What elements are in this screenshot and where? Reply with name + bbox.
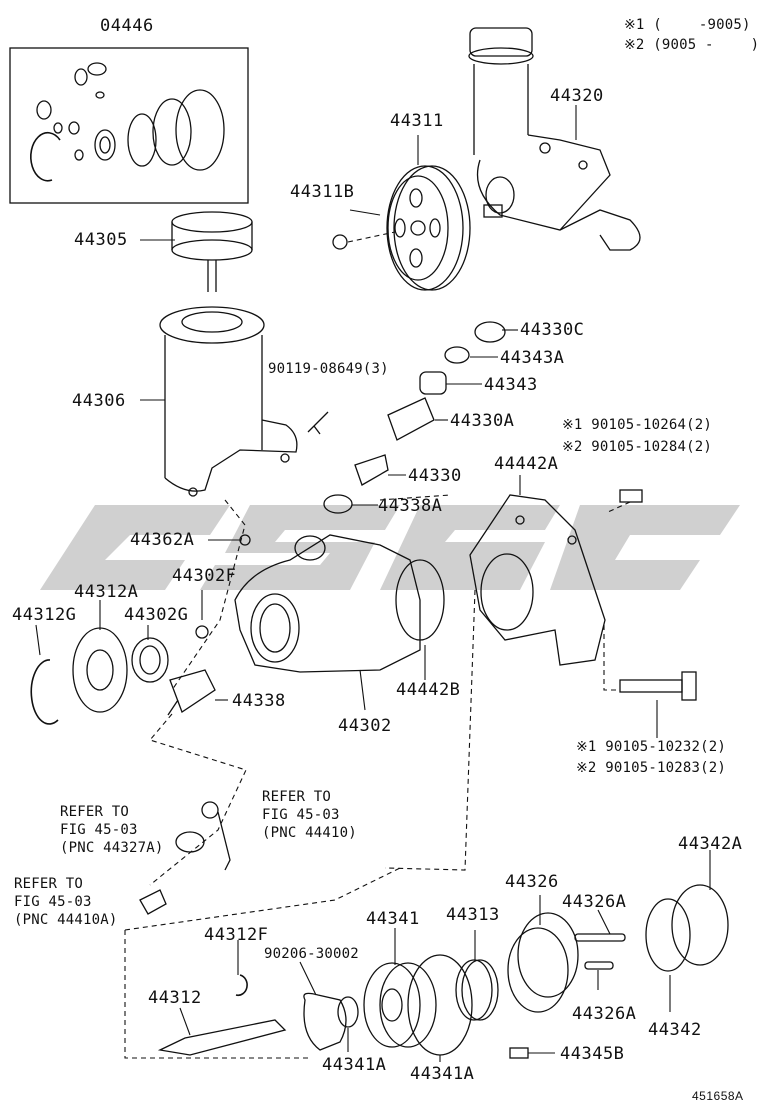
part-label-44306[interactable]: 44306	[72, 391, 126, 411]
refer-note-44410[interactable]: REFER TO FIG 45-03 (PNC 44410)	[262, 790, 357, 840]
leader-lines	[35, 105, 711, 1062]
part-label-44312f[interactable]: 44312F	[204, 925, 269, 945]
part-label-44330c[interactable]: 44330C	[520, 320, 585, 340]
part-label-bolt-upper-2[interactable]: ※2 90105-10284(2)	[562, 439, 712, 455]
model-note-2: ※2 (9005 - )	[624, 37, 760, 53]
part-label-44330[interactable]: 44330	[408, 466, 462, 486]
part-label-44338[interactable]: 44338	[232, 691, 286, 711]
part-label-44311[interactable]: 44311	[390, 111, 444, 131]
pump-assembly	[468, 27, 641, 251]
part-label-44330a[interactable]: 44330A	[450, 411, 515, 431]
seal-kit-box	[9, 47, 249, 204]
part-label-44313[interactable]: 44313	[446, 905, 500, 925]
pump-housing	[234, 534, 445, 673]
refer-line: REFER TO	[262, 789, 332, 805]
connector-lines	[124, 494, 476, 1059]
part-label-44326[interactable]: 44326	[505, 872, 559, 892]
part-label-44341[interactable]: 44341	[366, 909, 420, 929]
pulley	[332, 165, 471, 291]
part-label-bolt-lower-1[interactable]: ※1 90105-10232(2)	[576, 739, 726, 755]
refer-note-44327a[interactable]: REFER TO FIG 45-03 (PNC 44327A)	[60, 805, 164, 855]
part-label-44305[interactable]: 44305	[74, 230, 128, 250]
refer-line: REFER TO	[14, 876, 84, 892]
part-label-44345b[interactable]: 44345B	[560, 1044, 625, 1064]
part-label-44311b[interactable]: 44311B	[290, 182, 355, 202]
part-label-44312g[interactable]: 44312G	[12, 605, 77, 625]
part-label-44302[interactable]: 44302	[338, 716, 392, 736]
part-label-44320[interactable]: 44320	[550, 86, 604, 106]
flow-valve-parts	[307, 321, 506, 514]
pump-bracket	[469, 489, 697, 701]
part-label-44326a-upper[interactable]: 44326A	[562, 892, 627, 912]
part-label-90119[interactable]: 90119-08649(3)	[268, 361, 389, 377]
part-label-44442a[interactable]: 44442A	[494, 454, 559, 474]
refer-line: (PNC 44327A)	[60, 840, 164, 856]
part-label-44343a[interactable]: 44343A	[500, 348, 565, 368]
part-label-bolt-lower-2[interactable]: ※2 90105-10283(2)	[576, 760, 726, 776]
model-note-1: ※1 ( -9005)	[624, 17, 751, 33]
reservoir	[159, 211, 298, 497]
part-label-04446[interactable]: 04446	[100, 16, 154, 36]
refer-line: FIG 45-03	[262, 807, 340, 823]
refer-line: (PNC 44410)	[262, 825, 357, 841]
part-label-44302f[interactable]: 44302F	[172, 566, 237, 586]
drawing-number: 451658A	[692, 1089, 744, 1103]
refer-line: (PNC 44410A)	[14, 912, 118, 928]
part-label-44326a-lower[interactable]: 44326A	[572, 1004, 637, 1024]
part-label-44312a[interactable]: 44312A	[74, 582, 139, 602]
part-label-44342[interactable]: 44342	[648, 1020, 702, 1040]
refer-note-44410a[interactable]: REFER TO FIG 45-03 (PNC 44410A)	[14, 877, 118, 927]
watermark-logo	[40, 505, 740, 590]
part-label-bolt-upper-1[interactable]: ※1 90105-10264(2)	[562, 417, 712, 433]
part-label-44362a[interactable]: 44362A	[130, 530, 195, 550]
part-label-44338a[interactable]: 44338A	[378, 496, 443, 516]
part-label-44343[interactable]: 44343	[484, 375, 538, 395]
part-label-44342a[interactable]: 44342A	[678, 834, 743, 854]
part-label-44302g[interactable]: 44302G	[124, 605, 189, 625]
refer-line: FIG 45-03	[60, 822, 138, 838]
refer-line: REFER TO	[60, 804, 130, 820]
part-label-44312[interactable]: 44312	[148, 988, 202, 1008]
part-label-44341a-right[interactable]: 44341A	[410, 1064, 475, 1084]
part-label-44442b[interactable]: 44442B	[396, 680, 461, 700]
refer-line: FIG 45-03	[14, 894, 92, 910]
part-label-90206[interactable]: 90206-30002	[264, 946, 359, 962]
pump-internals	[157, 884, 729, 1059]
part-label-44341a-left[interactable]: 44341A	[322, 1055, 387, 1075]
reference-fittings	[139, 801, 231, 915]
